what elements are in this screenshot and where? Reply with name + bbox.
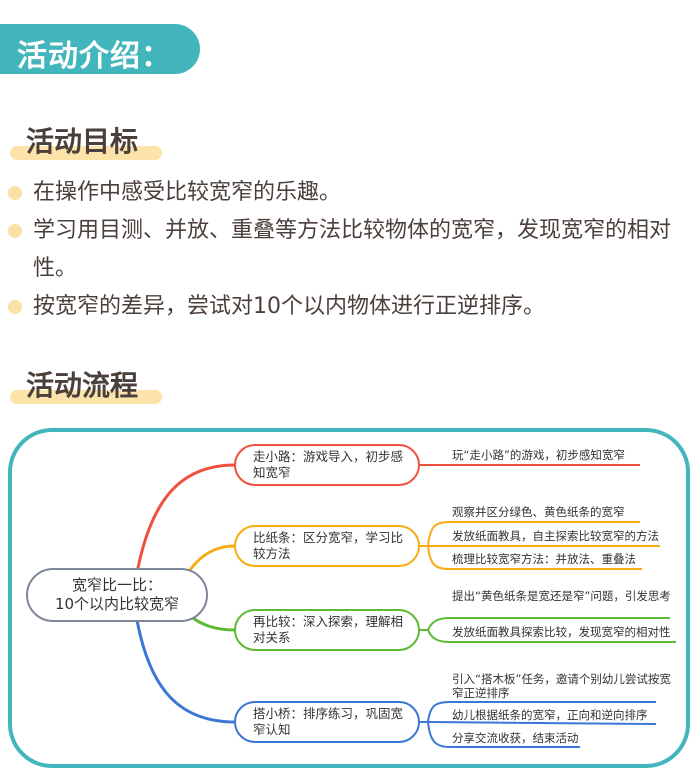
leaf-item: 分享交流收获，结束活动 [452,731,579,745]
leaf-item: 观察并区分绿色、黄色纸条的宽窄 [452,505,625,519]
leaf-item: 玩“走小路”的游戏，初步感知宽窄 [452,448,625,462]
leaf-item: 引入“搭木板”任务，邀请个别幼儿尝试按宽窄正逆排序 [452,672,671,700]
root-line-2: 10个以内比较宽窄 [54,595,180,613]
flow-heading-text: 活动流程 [26,369,139,402]
branch-label: 走小路：游戏导入，初步感知宽窄 [253,449,404,480]
root-line-1: 宽窄比一比： [71,576,162,594]
goal-item: 学习用目测、并放、重叠等方法比较物体的宽窄，发现宽窄的相对性。 [0,212,683,288]
branch-label: 搭小桥：排序练习，巩固宽窄认知 [253,706,404,737]
bullet-dot-icon [8,300,22,314]
leaf-item: 发放纸面教具探索比较，发现宽窄的相对性 [452,625,671,639]
mindmap-frame [8,428,690,768]
bullet-dot-icon [8,224,22,238]
intro-title-banner: 活动介绍： [0,24,200,74]
heading-highlight [10,390,162,404]
goal-text: 按宽窄的差异，尝试对10个以内物体进行正逆排序。 [33,294,545,319]
leaf-item: 提出“黄色纸条是宽还是窄”问题，引发思考 [452,589,671,603]
leaf-item: 幼儿根据纸条的宽窄，正向和逆向排序 [452,708,648,722]
branch-node-walk-path: 走小路：游戏导入，初步感知宽窄 [234,444,420,486]
leaf-item: 梳理比较宽窄方法：并放法、重叠法 [452,552,636,566]
branch-node-compare-again: 再比较：深入探索，理解相对关系 [234,609,420,651]
branch-node-compare-strips: 比纸条：区分宽窄，学习比较方法 [234,525,420,567]
goals-heading-text: 活动目标 [26,125,139,158]
bullet-dot-icon [8,186,22,200]
branch-label: 比纸条：区分宽窄，学习比较方法 [253,530,404,561]
leaf-item: 发放纸面教具，自主探索比较宽窄的方法 [452,529,659,543]
heading-highlight [10,146,162,160]
goal-item: 在操作中感受比较宽窄的乐趣。 [0,174,700,212]
branch-label: 再比较：深入探索，理解相对关系 [253,614,404,645]
mindmap-root-node: 宽窄比一比： 10个以内比较宽窄 [26,568,208,622]
intro-title: 活动介绍： [17,39,172,74]
goal-item: 按宽窄的差异，尝试对10个以内物体进行正逆排序。 [0,288,700,326]
goal-text: 在操作中感受比较宽窄的乐趣。 [33,180,342,205]
goals-list: 在操作中感受比较宽窄的乐趣。 学习用目测、并放、重叠等方法比较物体的宽窄，发现宽… [0,174,700,326]
branch-node-build-bridge: 搭小桥：排序练习，巩固宽窄认知 [234,701,420,743]
goal-text: 学习用目测、并放、重叠等方法比较物体的宽窄，发现宽窄的相对性。 [33,218,672,281]
